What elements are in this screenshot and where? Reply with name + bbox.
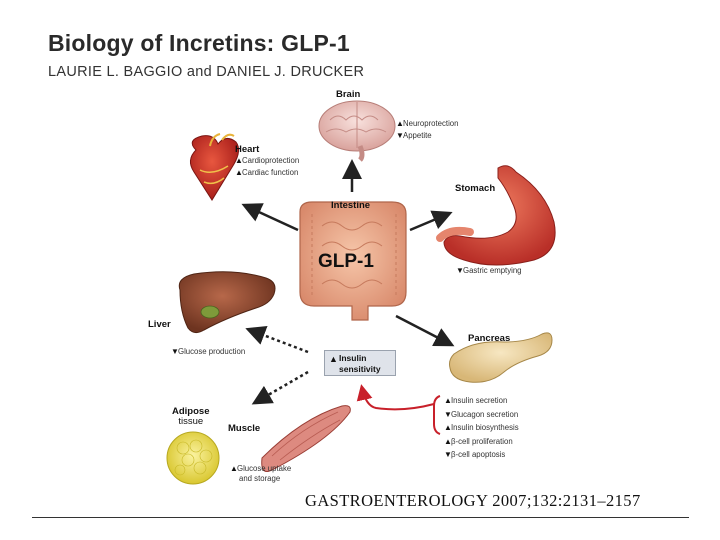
pancreas-effect-5: β-cell apoptosis: [451, 450, 506, 459]
up-arrow-icon: ▲: [235, 156, 243, 165]
muscle-label: Muscle: [228, 423, 261, 434]
adipose-illustration: [166, 431, 220, 485]
stomach-illustration: [436, 165, 556, 266]
up-arrow-icon: ▲: [444, 396, 452, 405]
slide-title: Biology of Incretins: GLP-1: [48, 30, 350, 56]
down-arrow-icon: ▼: [444, 409, 452, 419]
liver-illustration: [178, 271, 276, 334]
adipose-label: Adipose tissue: [172, 407, 209, 427]
citation: GASTROENTEROLOGY 2007;132:2131–2157: [305, 491, 641, 510]
heart-effects: ▲Cardioprotection ▲Cardiac function: [235, 155, 299, 179]
up-arrow-icon: ▲: [444, 423, 452, 432]
heart-effect-2: Cardiac function: [242, 168, 299, 177]
liver-effects: ▼Glucose production: [171, 346, 245, 358]
muscle-illustration: [261, 405, 351, 472]
up-arrow-icon: ▲: [235, 168, 243, 177]
stomach-effect-1: Gastric emptying: [463, 266, 522, 275]
insulin-box-line1: Insulin: [339, 353, 367, 363]
adipose-label-line2: tissue: [178, 416, 204, 427]
muscle-effect-1: Glucose uptake: [237, 464, 292, 473]
heart-illustration: [190, 133, 240, 201]
liver-effect-1: Glucose production: [178, 347, 246, 356]
brain-effects: ▲Neuroprotection ▼Appetite: [396, 118, 458, 142]
heart-label: Heart: [235, 144, 260, 155]
intestine-illustration: [299, 201, 407, 321]
down-arrow-icon: ▼: [396, 131, 404, 140]
up-arrow-icon: ▲: [396, 119, 404, 128]
glp1-label: GLP-1: [318, 251, 374, 272]
up-arrow-icon: ▲: [329, 354, 338, 364]
brain-effect-1: Neuroprotection: [403, 119, 459, 128]
up-arrow-icon: ▲: [444, 436, 452, 446]
down-arrow-icon: ▼: [444, 450, 452, 459]
pancreas-effect-4: β-cell proliferation: [451, 436, 513, 446]
down-arrow-icon: ▼: [456, 266, 464, 275]
liver-label: Liver: [148, 319, 171, 330]
intestine-label: Intestine: [331, 200, 371, 211]
pancreas-effect-3: Insulin biosynthesis: [451, 423, 519, 432]
brain-effect-2: Appetite: [403, 131, 432, 140]
pancreas-effects: ▲Insulin secretion ▼Glucagon secretion ▲…: [444, 394, 519, 462]
pancreas-effect-2: Glucagon secretion: [451, 409, 519, 419]
muscle-effect-1-cont: and storage: [239, 474, 281, 483]
down-arrow-icon: ▼: [171, 347, 179, 356]
insulin-box-line2: sensitivity: [339, 364, 381, 374]
adipose-label-line1: Adipose: [172, 406, 210, 417]
arrows: [241, 159, 455, 405]
pancreas-effect-1: Insulin secretion: [451, 396, 508, 405]
pancreas-to-insulin-arrow: [356, 384, 441, 435]
authors: LAURIE L. BAGGIO and DANIEL J. DRUCKER: [48, 64, 365, 80]
stomach-effects: ▼Gastric emptying: [456, 265, 522, 277]
pancreas-label: Pancreas: [468, 333, 511, 344]
heart-effect-1: Cardioprotection: [242, 156, 300, 165]
pancreas-illustration: [449, 332, 553, 383]
stomach-label: Stomach: [455, 183, 496, 194]
brain-illustration: [318, 100, 396, 162]
muscle-effects: ▲Glucose uptake and storage: [230, 464, 291, 484]
brain-label: Brain: [336, 89, 361, 100]
insulin-sensitivity-box: ▲ Insulin sensitivity: [324, 350, 396, 376]
up-arrow-icon: ▲: [230, 464, 238, 473]
bottom-rule: [32, 517, 689, 518]
